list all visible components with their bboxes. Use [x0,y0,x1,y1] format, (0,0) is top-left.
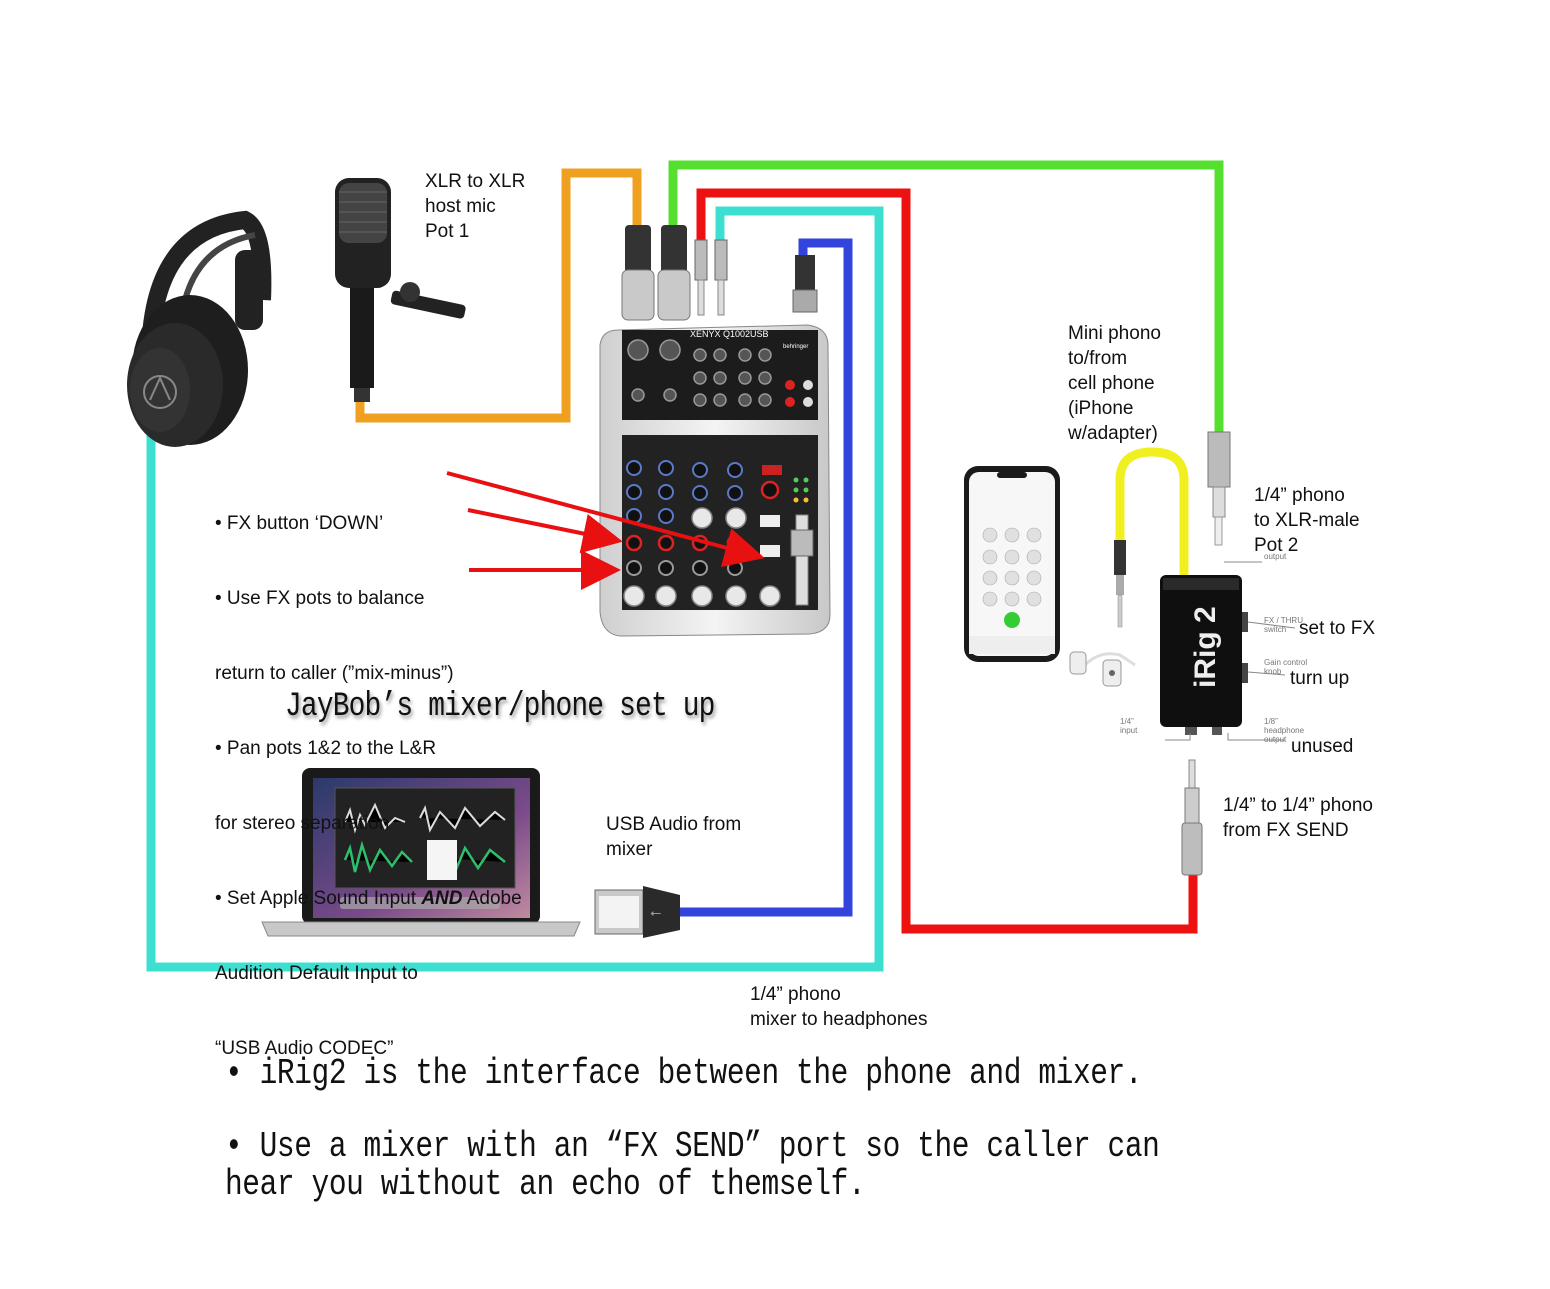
footer-note-2: • Use a mixer with an “FX SEND” port so … [225,1126,1160,1167]
irig-headphone-label: 1/8” headphone output [1264,717,1305,744]
quarter-inch-plug-icon [694,239,728,316]
instruction-line: • Pan pots 1&2 to the L&R [215,738,437,759]
laptop-icon [261,768,581,937]
quarter-inch-fx-send-plug-icon [1181,759,1203,876]
set-to-fx-label: set to FX [1299,618,1376,639]
quarter-to-xlr-label: 1/4” phono to XLR-male Pot 2 [1254,485,1360,556]
mini-phono-label: Mini phono to/from cell phone (iPhone w/… [1068,323,1161,444]
instruction-text: Adobe [462,888,522,909]
irig-gain-label: Gain control knob [1264,658,1308,676]
xlr-mic-label: XLR to XLR host mic Pot 1 [425,171,526,242]
fx-send-cable-label: 1/4” to 1/4” phono from FX SEND [1223,795,1373,841]
cable-red-fx-send [696,188,1198,934]
irig-input-label: 1/4” input [1120,717,1138,735]
cable-green-quarter-to-xlr [668,160,1224,435]
unused-label: unused [1291,736,1354,757]
instruction-line: • Use FX pots to balance [215,588,425,609]
instruction-line: for stereo separation [215,813,390,834]
usb-b-plug-icon [792,255,818,313]
cable-cyan-headphones [146,206,884,972]
diagram-title: JayBob’s mixer/phone set up [285,688,715,726]
irig-output-label: output [1264,552,1287,561]
footer-note-3: hear you without an echo of themself. [225,1164,866,1205]
instructions-block: • FX button ‘DOWN’ • Use FX pots to bala… [215,461,522,1086]
mixer-icon: XENYX Q1002USB behringer [599,324,831,637]
usb-plug-icon: ⭠ [594,886,680,938]
instruction-line: return to caller (”mix-minus”) [215,663,454,684]
irig2-interface-icon: iRig 2 [1160,431,1296,741]
mini-jack-plug-icon [1114,540,1126,628]
instruction-text: • Set Apple Sound Input [215,888,422,909]
lightning-adapter-icon [1069,651,1136,687]
instruction-emphasis: AND [421,888,463,909]
mixer-model-label: XENYX Q1002USB [690,329,769,339]
cable-blue-usb [680,238,853,917]
phone-icon [964,466,1060,662]
irig-fx-thru-label: FX / THRU switch [1264,616,1303,634]
turn-up-label: turn up [1290,668,1350,689]
instruction-line: “USB Audio CODEC” [215,1038,394,1059]
xlr-plug-icon [621,225,691,321]
instruction-line: Audition Default Input to [215,963,418,984]
microphone-icon [335,178,466,402]
instruction-arrows [446,471,765,590]
headphones-cable-label: 1/4” phono mixer to headphones [750,984,928,1030]
svg-text:⭠: ⭠ [650,905,661,921]
cable-yellow-mini [1115,447,1189,575]
irig-brand-label: iRig 2 [1189,606,1222,688]
instruction-line: • FX button ‘DOWN’ [215,513,384,534]
instruction-line: • Set Apple Sound Input AND Adobe [215,886,522,911]
cable-orange-xlr [355,168,642,423]
footer-note-1: • iRig2 is the interface between the pho… [225,1053,1143,1094]
headphones-icon [127,210,272,447]
usb-audio-label: USB Audio from mixer [606,814,742,860]
mixer-maker-label: behringer [783,344,808,350]
